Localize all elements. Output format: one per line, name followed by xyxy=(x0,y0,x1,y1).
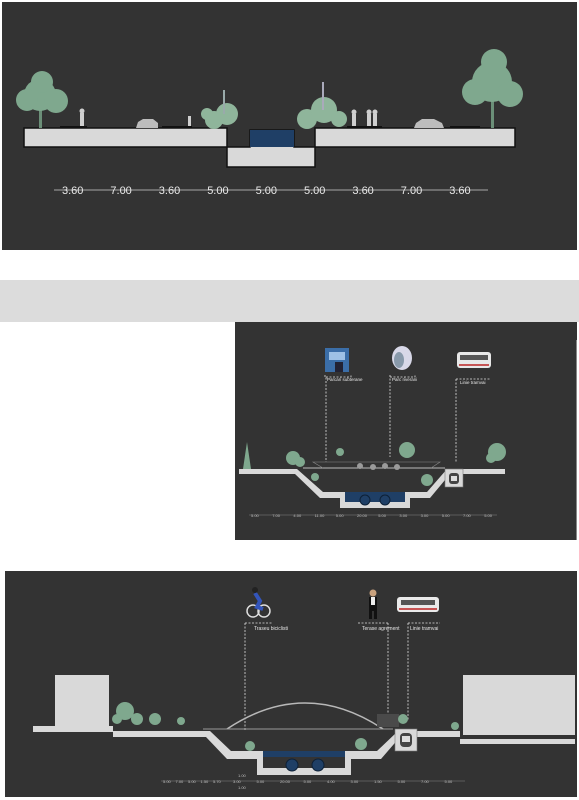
top-dimension-label: 5.00 xyxy=(256,185,277,197)
middle-ground-profile xyxy=(239,469,505,508)
top-dimension-label: 7.00 xyxy=(110,185,131,197)
bottom-center-dimension-label: 5.00 xyxy=(304,779,313,784)
tram-icon-bottom xyxy=(397,597,439,612)
bottom-canal-water xyxy=(263,751,345,757)
middle-dimension-label: 7.00 xyxy=(463,513,472,518)
callout-underground-parking: Parcari subterane xyxy=(327,377,363,382)
road-deck xyxy=(23,127,516,168)
pedestrian-bridge-arch xyxy=(226,702,384,730)
callout-riverside-park: Parc riverani xyxy=(392,377,417,382)
park-icon xyxy=(392,346,412,370)
tree-left xyxy=(16,71,68,128)
top-dimension-labels: 3.60 7.00 3.60 5.00 5.00 5.00 3.60 7.00 3.60 xyxy=(62,185,471,197)
middle-dimension-label: 5.00 xyxy=(442,513,451,518)
top-dimension-label: 3.60 xyxy=(159,185,180,197)
middle-bridge-truss xyxy=(311,461,441,469)
top-dimension-label: 5.00 xyxy=(304,185,325,197)
building-left xyxy=(55,675,109,731)
terrace-block xyxy=(377,714,399,727)
pedestrians xyxy=(79,108,378,126)
middle-canal-water xyxy=(345,492,405,502)
shrubs-right xyxy=(297,82,347,129)
top-cross-section-panel: 3.60 7.00 3.60 5.00 5.00 5.00 3.60 7.00 3.60 xyxy=(2,2,577,250)
callout-tram-line-bottom: Linie tramvai xyxy=(410,626,438,632)
underground-parking-icon xyxy=(325,348,349,372)
bottom-left-dimension-label: 5.00 xyxy=(163,779,172,784)
callout-tram-line: Linie tramvai xyxy=(460,380,486,385)
shrubs-left xyxy=(201,90,238,129)
bottom-stack-dimension-label: 1.00 xyxy=(238,785,247,790)
middle-cross-section-panel: Parcari subterane Parc riverani Linie tr… xyxy=(235,322,577,540)
separator-band xyxy=(0,280,579,322)
middle-cross-section-drawing: Parcari subterane Parc riverani Linie tr… xyxy=(239,346,506,518)
middle-dimension-label: 5.00 xyxy=(251,513,260,518)
car-right xyxy=(414,119,444,128)
tram-icon xyxy=(457,352,491,368)
middle-shrubs xyxy=(357,463,400,470)
bottom-cross-section-drawing: Traseu biciclisti Terase agrement Linie … xyxy=(33,587,575,790)
middle-dimension-label: 4.00 xyxy=(293,513,302,518)
bottom-trees xyxy=(112,702,459,751)
middle-dimension-label: 20.00 xyxy=(357,513,368,518)
middle-dimension-label: 3.00 xyxy=(421,513,430,518)
callout-leader-lines xyxy=(324,375,491,462)
bottom-cross-section-panel: Traseu biciclisti Terase agrement Linie … xyxy=(5,571,577,797)
top-dimension-label: 3.60 xyxy=(62,185,83,197)
canal-water xyxy=(250,130,294,147)
middle-dimension-labels: 5.00 7.00 4.00 11.00 5.00 20.00 5.00 3.00 3.00 5.… xyxy=(251,513,493,518)
middle-dimension-label: 3.00 xyxy=(399,513,408,518)
top-dimension-label: 3.60 xyxy=(352,185,373,197)
building-right xyxy=(463,675,575,735)
car-left xyxy=(136,119,158,128)
bottom-center-dimension-label: 4.00 xyxy=(327,779,336,784)
bottom-left-dimension-label: 1.50 xyxy=(201,779,210,784)
middle-dimension-label: 11.00 xyxy=(315,513,325,518)
bottom-center-dimension-label: 7.00 xyxy=(421,779,430,784)
middle-culvert-left xyxy=(359,494,371,506)
bottom-left-dimension-label: 7.00 xyxy=(176,779,185,784)
middle-trees xyxy=(243,442,506,486)
bottom-center-dimension-label: 3.00 xyxy=(233,779,242,784)
middle-dimension-label: 5.00 xyxy=(484,513,493,518)
top-dimension-label: 7.00 xyxy=(401,185,422,197)
bottom-leader-lines xyxy=(244,622,440,731)
cyclist-icon xyxy=(246,587,271,618)
bottom-left-dimension-label: 5.70 xyxy=(213,779,222,784)
callout-leisure-terraces: Terase agrement xyxy=(362,626,400,632)
middle-dimension-label: 7.00 xyxy=(272,513,281,518)
middle-tram-tunnel xyxy=(444,468,464,488)
callout-cycle-path: Traseu biciclisti xyxy=(254,626,288,632)
bottom-left-dimension-label: 5.00 xyxy=(188,779,197,784)
top-dimension-label: 3.60 xyxy=(449,185,470,197)
bottom-ground-profile xyxy=(33,726,575,775)
bottom-culvert-right xyxy=(311,758,325,772)
bottom-center-dimension-label: 20.00 xyxy=(280,779,291,784)
middle-culvert-right xyxy=(379,494,391,506)
bottom-culvert-left xyxy=(285,758,299,772)
bottom-center-dimension-label: 1.50 xyxy=(374,779,383,784)
tree-right xyxy=(462,49,523,128)
bottom-center-dimension-label: 5.00 xyxy=(445,779,454,784)
top-cross-section-drawing: 3.60 7.00 3.60 5.00 5.00 5.00 3.60 7.00 3.60 xyxy=(16,49,523,197)
top-dimension-label: 5.00 xyxy=(207,185,228,197)
waiter-icon xyxy=(369,589,377,619)
bottom-stack-dimension-label: 1.00 xyxy=(238,773,247,778)
bottom-center-dimension-label: 5.00 xyxy=(257,779,266,784)
panel-edge-line xyxy=(576,340,577,540)
bottom-center-dimension-label: 5.00 xyxy=(398,779,407,784)
bottom-center-dimension-label: 3.00 xyxy=(351,779,360,784)
bottom-tram-tunnel xyxy=(394,728,418,752)
middle-dimension-label: 5.00 xyxy=(336,513,345,518)
middle-dimension-label: 5.00 xyxy=(378,513,387,518)
